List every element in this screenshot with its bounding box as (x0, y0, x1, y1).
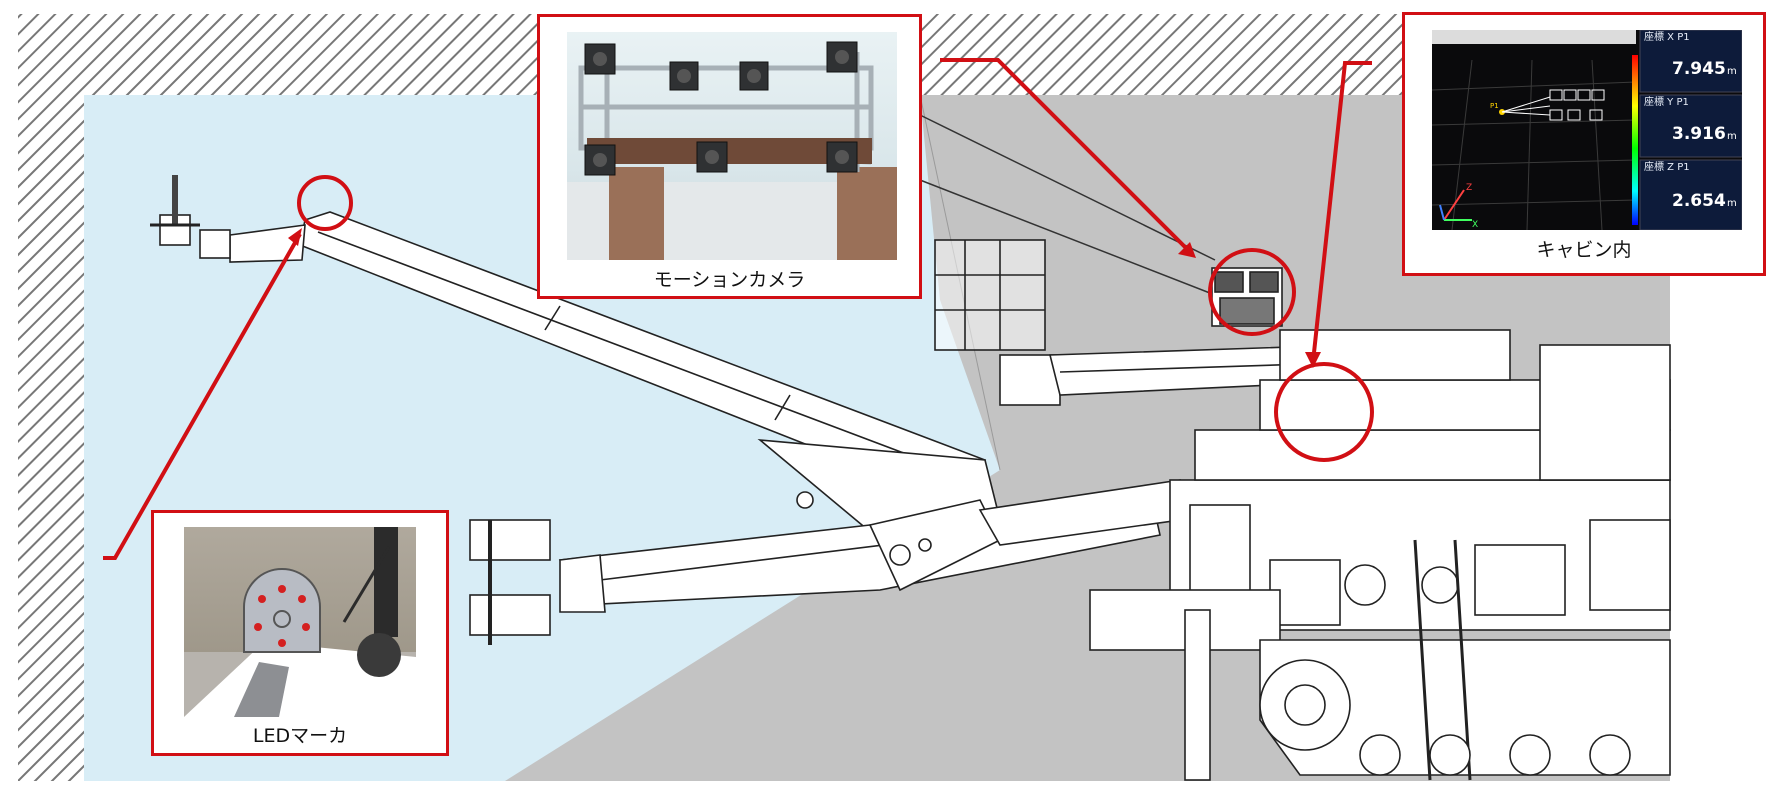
cabin-highlight (1274, 362, 1374, 462)
readout-y-unit: m (1727, 131, 1737, 142)
readout-x-label: 座標 X P1 (1644, 30, 1690, 43)
led-marker-highlight (297, 175, 353, 231)
axis-triad-icon (1439, 189, 1472, 221)
readout-z-value: 2.654 (1672, 191, 1726, 211)
cabin-caption: キャビン内 (1536, 239, 1632, 261)
readout-z-unit: m (1727, 198, 1737, 209)
camera-mast (1211, 267, 1283, 327)
readout-x-value: 7.945 (1672, 59, 1726, 79)
upper-boom (150, 175, 1001, 541)
axis-z-label: Z (1466, 183, 1472, 193)
readout-y-label: 座標 Y P1 (1644, 95, 1689, 108)
motion-camera-icon (584, 41, 858, 176)
led-marker-caption: LEDマーカ (252, 725, 348, 747)
point-label: P1 (1490, 102, 1499, 110)
motion-camera-caption: モーションカメラ (653, 269, 806, 291)
readout-z-label: 座標 Z P1 (1644, 160, 1690, 173)
readout-y-value: 3.916 (1672, 124, 1726, 144)
led-marker-icon (243, 568, 321, 653)
cabin-monitor-screen: P1 Z X Y (1432, 30, 1742, 230)
leader-lines (103, 58, 1372, 560)
led-marker-photo (184, 527, 416, 717)
motion-camera-photo (567, 32, 897, 260)
readout-z: 座標 Z P1 2.654 m (1639, 159, 1742, 230)
camera-highlight (1208, 248, 1296, 336)
motion-camera-callout: モーションカメラ (537, 14, 922, 299)
axis-x-label: X (1472, 220, 1478, 230)
readout-x-unit: m (1727, 66, 1737, 77)
readout-x: 座標 X P1 7.945 m (1639, 30, 1742, 93)
track-wheels (1359, 734, 1631, 776)
led-marker-callout: LEDマーカ (151, 510, 449, 756)
cabin-callout: P1 Z X Y (1402, 12, 1766, 276)
readout-y: 座標 Y P1 3.916 m (1639, 94, 1742, 158)
lower-boom (469, 479, 1181, 645)
machine-chassis (1089, 329, 1671, 781)
